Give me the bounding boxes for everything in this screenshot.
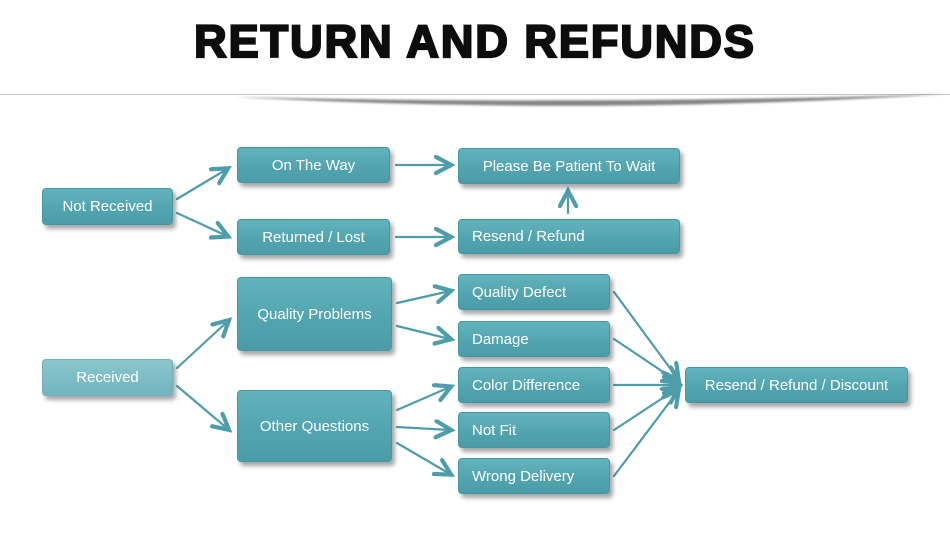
arrow-quality-problems-to-quality-defect — [395, 291, 450, 303]
node-resend-refund: Resend / Refund — [458, 219, 680, 254]
divider-line — [0, 94, 950, 95]
arrow-not-fit-to-discount — [612, 388, 678, 432]
node-damage: Damage — [458, 321, 610, 357]
node-not-received: Not Received — [42, 188, 173, 225]
arrow-wrong-delivery-to-discount — [612, 391, 678, 478]
node-color-difference: Color Difference — [458, 367, 610, 403]
node-not-fit: Not Fit — [458, 412, 610, 448]
arrow-other-questions-to-wrong-delivery — [395, 441, 450, 474]
node-resend-refund-discount: Resend / Refund / Discount — [685, 367, 908, 403]
node-received: Received — [42, 359, 173, 396]
arrow-not-received-to-returned-lost — [175, 211, 227, 236]
node-other-questions: Other Questions — [237, 390, 392, 462]
arrow-received-to-quality-problems — [175, 321, 228, 370]
arrow-other-questions-to-color-difference — [395, 387, 450, 412]
node-wrong-delivery: Wrong Delivery — [458, 458, 610, 494]
node-returned-lost: Returned / Lost — [237, 219, 390, 255]
arrow-other-questions-to-not-fit — [395, 427, 450, 430]
node-quality-problems: Quality Problems — [237, 277, 392, 351]
arrow-quality-defect-to-discount — [612, 290, 678, 379]
node-on-the-way: On The Way — [237, 147, 390, 183]
arrow-damage-to-discount — [612, 337, 678, 382]
page-title: RETURN AND REFUNDS — [193, 15, 756, 68]
arrow-received-to-other-questions — [175, 384, 228, 429]
arrow-not-received-to-on-the-way — [175, 169, 227, 201]
node-quality-defect: Quality Defect — [458, 274, 610, 310]
node-please-be-patient: Please Be Patient To Wait — [458, 148, 680, 184]
arrow-quality-problems-to-damage — [395, 324, 450, 339]
